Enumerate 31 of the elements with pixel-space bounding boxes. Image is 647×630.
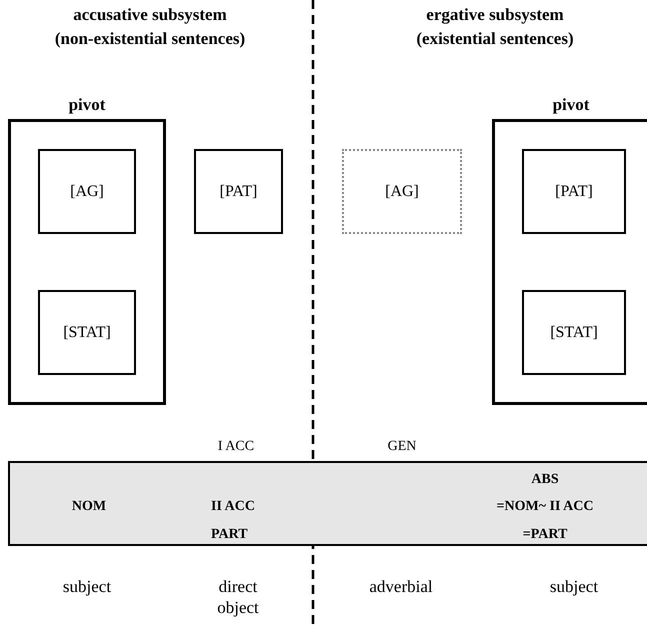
case-label: =NOM~ II ACC	[496, 499, 594, 515]
pivot-heading: pivot	[68, 95, 106, 115]
function-label: direct object	[216, 576, 260, 618]
role-box	[194, 149, 283, 234]
dotted-role-box	[342, 149, 462, 234]
role-box	[522, 149, 626, 234]
case-band	[8, 461, 647, 546]
function-label: subject	[62, 576, 112, 598]
subsystem-heading: accusative subsystem	[72, 4, 228, 26]
role-label: [PAT]	[555, 182, 593, 200]
role-label: [PAT]	[220, 182, 258, 200]
role-box	[38, 149, 136, 234]
case-label: NOM	[72, 499, 106, 515]
role-label: [STAT]	[63, 324, 111, 342]
role-box	[38, 290, 136, 375]
pivot-heading: pivot	[552, 95, 590, 115]
role-label: [STAT]	[550, 324, 598, 342]
function-label: adverbial	[368, 576, 434, 598]
case-label: I ACC	[216, 438, 256, 456]
role-label: [AG]	[385, 182, 419, 200]
role-label: [AG]	[70, 182, 104, 200]
subsystem-heading: ergative subsystem	[425, 4, 565, 26]
case-label: II ACC	[211, 499, 255, 515]
case-label: GEN	[386, 438, 418, 456]
case-label: PART	[211, 527, 248, 543]
subsystem-subheading: (existential sentences)	[415, 28, 575, 50]
case-label: ABS	[531, 472, 559, 488]
role-box	[522, 290, 626, 375]
case-label: =PART	[522, 527, 568, 543]
subsystem-subheading: (non-existential sentences)	[54, 28, 246, 50]
function-label: subject	[548, 576, 600, 598]
